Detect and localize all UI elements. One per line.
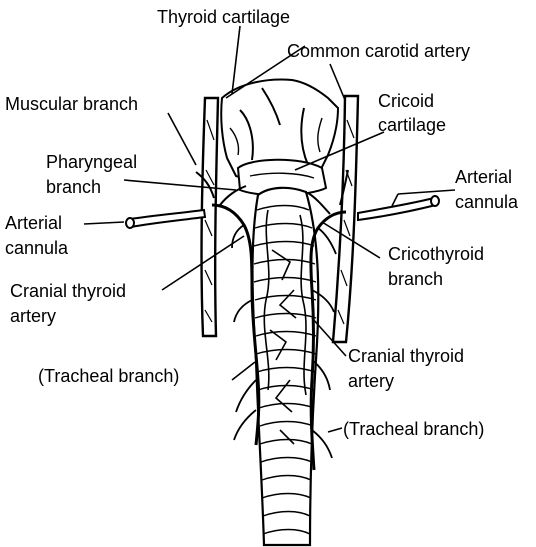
right-arterial-cannula-drawing [358, 196, 439, 220]
label-muscular-branch: Muscular branch [5, 94, 138, 114]
label-cricothyroid-line1: Cricothyroid [388, 244, 484, 264]
label-pharyngeal-line2: branch [46, 177, 101, 197]
label-cranial-thyroid-left-line2: artery [10, 306, 56, 326]
label-thyroid-cartilage: Thyroid cartilage [157, 7, 290, 27]
label-arterial-cannula-left-line2: cannula [5, 238, 69, 258]
left-arterial-cannula-drawing [126, 210, 205, 228]
label-arterial-cannula-right-line2: cannula [455, 192, 519, 212]
trachea-drawing [253, 188, 319, 545]
label-cranial-thyroid-right-line2: artery [348, 371, 394, 391]
label-arterial-cannula-left-line1: Arterial [5, 213, 62, 233]
label-cranial-thyroid-left-line1: Cranial thyroid [10, 281, 126, 301]
label-cricoid-line2: cartilage [378, 115, 446, 135]
label-tracheal-branch-left: (Tracheal branch) [38, 366, 179, 386]
label-cricothyroid-line2: branch [388, 269, 443, 289]
right-common-carotid-artery-drawing [333, 96, 358, 342]
label-cranial-thyroid-right-line1: Cranial thyroid [348, 346, 464, 366]
label-cricoid-line1: Cricoid [378, 91, 434, 111]
label-pharyngeal-line1: Pharyngeal [46, 152, 137, 172]
label-arterial-cannula-right-line1: Arterial [455, 167, 512, 187]
label-common-carotid-artery: Common carotid artery [287, 41, 470, 61]
label-tracheal-branch-right: (Tracheal branch) [343, 419, 484, 439]
